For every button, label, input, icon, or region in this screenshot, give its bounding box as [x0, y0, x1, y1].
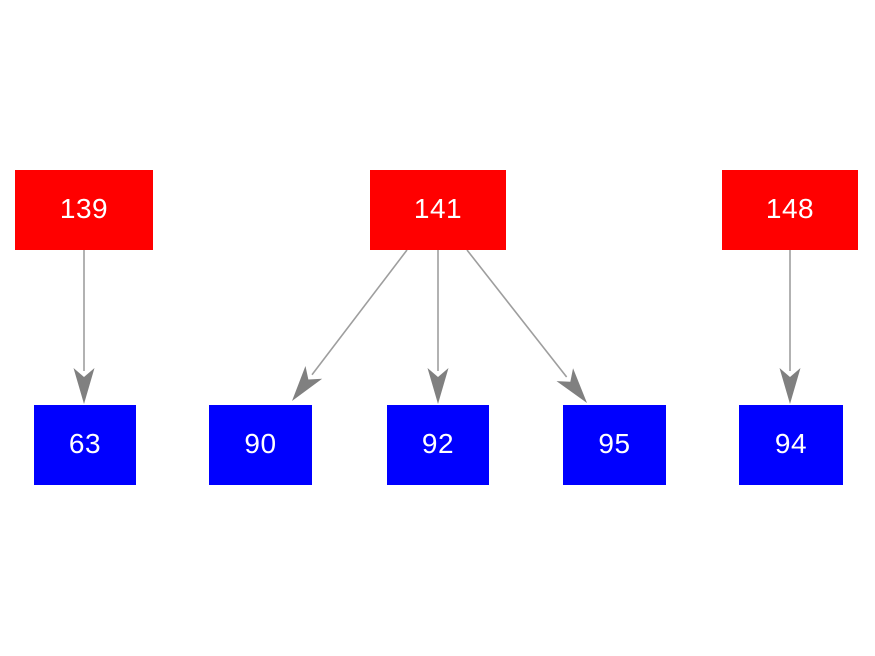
arrowhead-icon-n148-to-n94 [779, 368, 801, 404]
node-label-63: 63 [68, 428, 102, 459]
node-90[interactable]: 90 [209, 405, 312, 485]
node-94[interactable]: 94 [739, 405, 843, 485]
edge-line-n141-to-n90 [311, 249, 408, 376]
node-95[interactable]: 95 [563, 405, 666, 485]
node-92[interactable]: 92 [387, 405, 489, 485]
node-label-148: 148 [765, 193, 815, 224]
node-63[interactable]: 63 [34, 405, 136, 485]
node-139[interactable]: 139 [15, 170, 153, 250]
arrowhead-icon-n141-to-n90 [292, 365, 323, 401]
arrowhead-icon-n141-to-n92 [427, 368, 449, 404]
arrowhead-icon-n141-to-n95 [556, 368, 587, 403]
node-label-141: 141 [413, 193, 463, 224]
node-label-92: 92 [421, 428, 455, 459]
arrowhead-icon-n139-to-n63 [73, 368, 95, 404]
node-label-90: 90 [244, 428, 277, 459]
edge-group [73, 249, 801, 404]
node-label-94: 94 [774, 428, 808, 459]
node-141[interactable]: 141 [370, 170, 506, 250]
node-label-95: 95 [598, 428, 631, 459]
node-label-139: 139 [59, 193, 109, 224]
node-148[interactable]: 148 [722, 170, 858, 250]
edge-line-n141-to-n95 [466, 249, 568, 378]
